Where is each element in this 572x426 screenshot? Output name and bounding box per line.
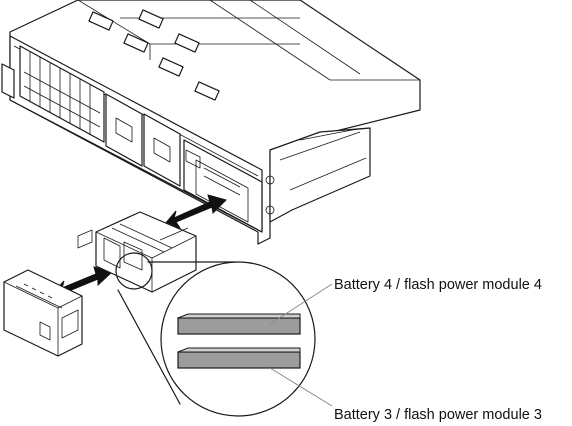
callout-leader-battery-4 (269, 283, 333, 325)
server-chassis (1, 0, 421, 245)
battery-bay (183, 139, 275, 233)
removed-battery-module (3, 269, 83, 357)
zoom-circle (160, 261, 316, 417)
battery-module-3 (177, 347, 301, 369)
battery-holder (77, 211, 197, 293)
top-connector-row (88, 9, 220, 101)
callout-label-battery-4: Battery 4 / flash power module 4 (334, 277, 542, 293)
front-vent-panels (105, 93, 181, 187)
callout-label-battery-3: Battery 3 / flash power module 3 (334, 407, 542, 423)
install-arrow-upper (164, 194, 227, 229)
battery-module-4 (177, 313, 301, 335)
magnifier-lines (117, 261, 237, 405)
callout-leader-battery-3 (269, 367, 333, 407)
drive-bays (19, 45, 105, 143)
source-circle (115, 252, 153, 290)
